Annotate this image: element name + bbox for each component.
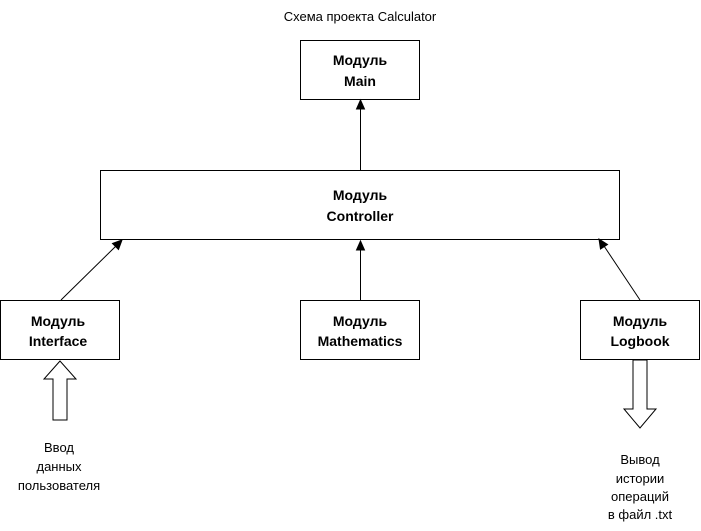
module-main-line1: Модуль	[333, 52, 388, 68]
module-controller-line1: Модуль	[333, 187, 388, 203]
input-note-line2: данных	[36, 459, 82, 474]
module-interface-line2: Interface	[29, 333, 88, 349]
module-mathematics[interactable]: Модуль Mathematics	[300, 300, 420, 360]
module-interface[interactable]: Модуль Interface	[0, 300, 120, 360]
diagram-title: Схема проекта Calculator	[284, 9, 437, 24]
module-mathematics-line2: Mathematics	[318, 333, 403, 349]
output-note-line2: истории	[616, 471, 665, 486]
arrow-mathematics-to-controller	[355, 239, 366, 300]
output-note-line3: операций	[611, 489, 669, 504]
module-mathematics-line1: Модуль	[333, 313, 388, 329]
output-note-line1: Вывод	[620, 452, 660, 467]
input-note-line3: пользователя	[18, 478, 100, 493]
arrow-interface-to-controller	[60, 239, 123, 301]
output-arrow-icon	[622, 359, 658, 429]
module-main[interactable]: Модуль Main	[300, 40, 420, 100]
module-controller-line2: Controller	[327, 208, 394, 224]
module-logbook-line2: Logbook	[610, 333, 669, 349]
input-note-line1: Ввод	[44, 440, 74, 455]
arrow-controller-to-main	[355, 98, 366, 170]
input-arrow-icon	[42, 360, 78, 421]
arrow-logbook-to-controller	[598, 237, 641, 301]
module-controller[interactable]: Модуль Controller	[100, 170, 620, 240]
output-note: Вывод истории операций в файл .txt	[608, 452, 673, 522]
output-note-line4: в файл .txt	[608, 507, 673, 522]
module-main-line2: Main	[344, 73, 376, 89]
module-interface-line1: Модуль	[31, 313, 86, 329]
module-logbook-line1: Модуль	[613, 313, 668, 329]
input-note: Ввод данных пользователя	[18, 440, 100, 493]
module-logbook[interactable]: Модуль Logbook	[580, 300, 700, 360]
